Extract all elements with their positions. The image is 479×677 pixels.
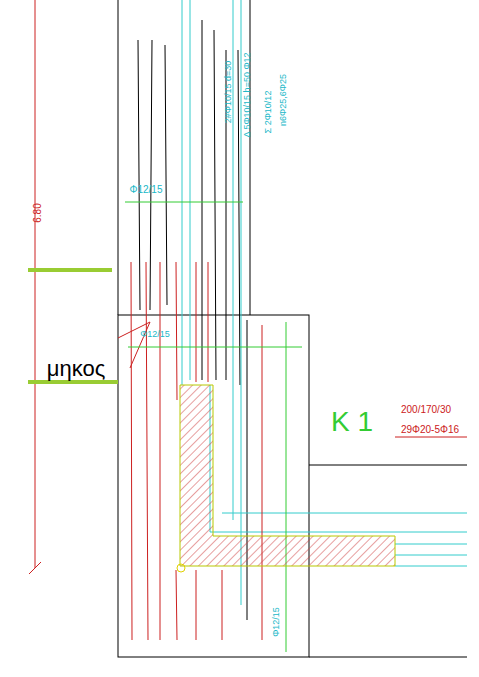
dimension: 6.80 [33, 203, 43, 222]
bar-label: Φ12/15 [272, 607, 281, 637]
dimension: 200/170/30 [401, 405, 451, 415]
bar-label: Δ 5Φ10/15 h=50 Φ12 [243, 52, 252, 137]
bar-label: Φ12/15 [140, 330, 170, 339]
note-text: μηκος [47, 358, 105, 380]
bar-label: 2#Φ10/15 d=30 [224, 61, 233, 124]
bar-label: Φ12/15 [129, 185, 162, 195]
element-id: K 1 [331, 408, 373, 436]
bar-label: Σ 2Φ10/12 [264, 91, 273, 134]
bar-label: n6Φ25,6Φ25 [279, 74, 288, 126]
reinforcement-spec: 29Φ20-5Φ16 [401, 425, 459, 435]
